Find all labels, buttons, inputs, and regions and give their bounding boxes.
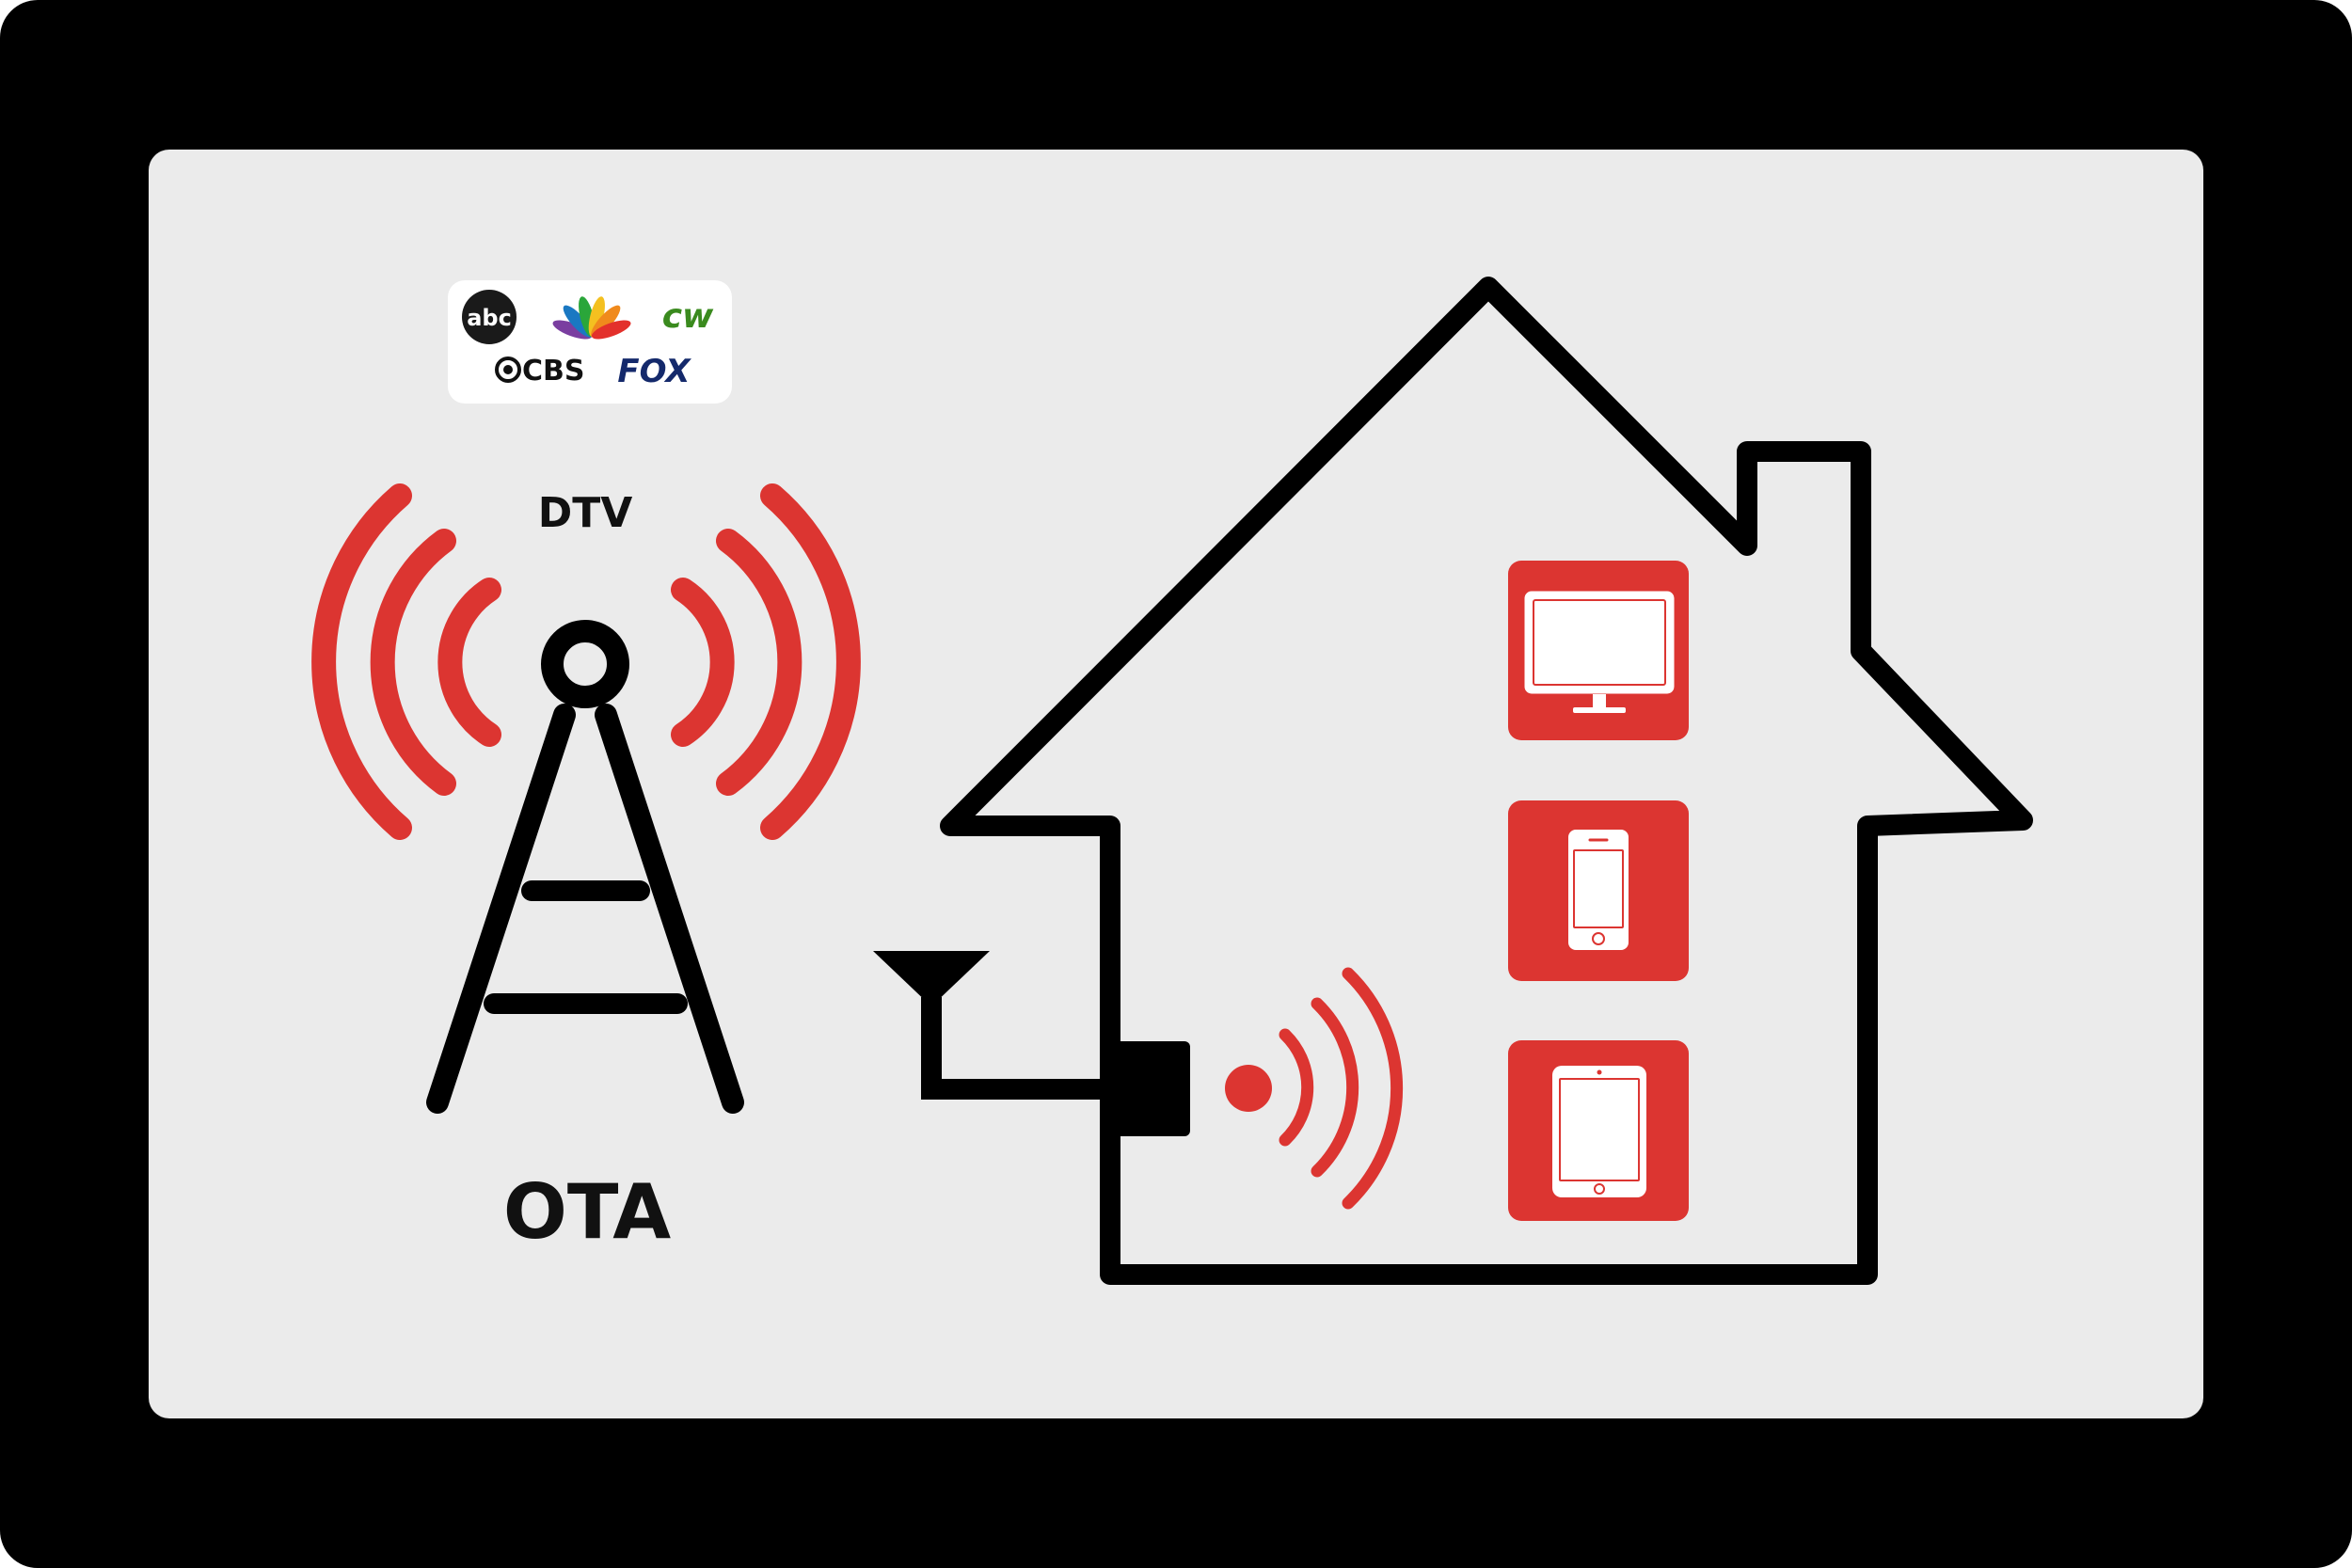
abc-logo-icon: abc: [462, 290, 516, 344]
tower-signal-waves-right: [671, 483, 861, 840]
network-logos-card: abc cw CBS FOX: [448, 280, 732, 404]
ota-label: OTA: [503, 1168, 671, 1256]
broadcast-tower-icon: [426, 620, 744, 1114]
antenna-icon: [873, 951, 1115, 1100]
tower-signal-waves-left: [311, 483, 501, 840]
smartphone-icon: [1568, 830, 1629, 950]
house-outline: [940, 277, 2033, 1285]
device-tile-smartphone: [1508, 800, 1689, 981]
cbs-logo-text: CBS: [522, 355, 585, 388]
device-tile-tv: [1508, 561, 1689, 740]
cw-logo-icon: cw: [662, 297, 714, 336]
nbc-peacock-icon: [552, 288, 631, 340]
tv-icon: [1524, 591, 1675, 713]
fox-logo-icon: FOX: [617, 353, 691, 390]
wifi-signal-icon: [1225, 967, 1404, 1210]
device-tile-tablet: [1508, 1040, 1689, 1221]
dtv-label: DTV: [538, 489, 633, 537]
cbs-logo-icon: CBS: [495, 355, 585, 388]
tablet-icon: [1552, 1066, 1646, 1197]
receiver-box: [1115, 1041, 1190, 1136]
abc-logo-text: abc: [467, 305, 512, 331]
